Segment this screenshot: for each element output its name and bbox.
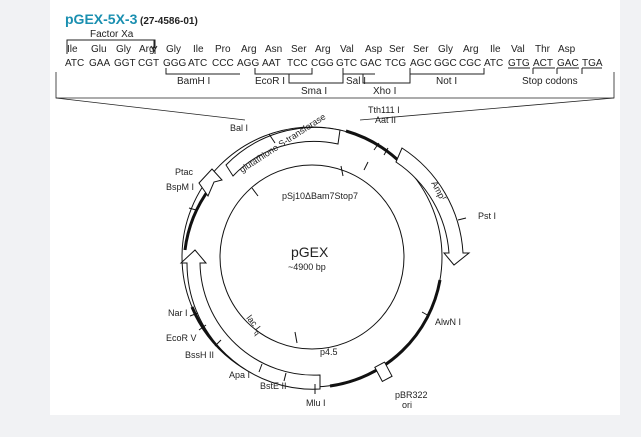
aa-10: Ser <box>291 44 307 55</box>
codon-20: ACT <box>533 58 553 69</box>
aa-19: Val <box>511 44 525 55</box>
codon-2: GAA <box>89 58 110 69</box>
amp-superscript: r <box>441 196 449 202</box>
aa-8: Arg <box>241 44 257 55</box>
label-ori: ori <box>402 400 412 410</box>
aa-17: Arg <box>463 44 479 55</box>
codon-5: GGG <box>163 58 187 69</box>
label-apa1: Apa I <box>229 370 250 380</box>
aa-20: Thr <box>535 44 551 55</box>
laciq-subscript: q <box>252 330 260 337</box>
aa-16: Gly <box>438 44 453 55</box>
factor-xa-label: Factor Xa <box>90 29 134 40</box>
stop-codons-label: Stop codons <box>522 76 578 87</box>
label-ptac: Ptac <box>175 167 194 177</box>
site-bamh1: BamH I <box>177 76 210 87</box>
pgex-vector-map: pGEX-5X-3 (27-4586-01) Factor Xa Ile Glu… <box>55 11 615 410</box>
ori-box <box>374 361 393 383</box>
aa-5: Gly <box>166 44 181 55</box>
label-ecorv: EcoR V <box>166 333 197 343</box>
mcs-site-brackets <box>165 68 583 84</box>
aa-9: Asn <box>265 44 282 55</box>
label-bal1: Bal I <box>230 123 248 133</box>
codon-15: AGC <box>410 58 432 69</box>
site-ecor1: EcoR I <box>255 76 285 87</box>
aa-11: Arg <box>315 44 331 55</box>
codon-16: GGC <box>434 58 457 69</box>
amp-arrow <box>395 147 471 266</box>
label-mlu1: Mlu I <box>306 398 326 408</box>
plasmid-name: pGEX <box>291 244 329 260</box>
codon-row: ATC GAA GGT CGT GGG ATC CCC AGG AAT TCC … <box>65 58 603 69</box>
gst-arrow <box>225 126 341 177</box>
aa-6: Ile <box>193 44 204 55</box>
label-bspm1: BspM I <box>166 182 194 192</box>
plasmid-size: ~4900 bp <box>288 262 326 272</box>
pSj10-label: pSj10ΔBam7Stop7 <box>282 191 358 201</box>
label-alwn1: AlwN I <box>435 317 461 327</box>
laciq-text: lac I <box>244 313 262 332</box>
inner-circle <box>219 164 405 350</box>
codon-13: GAC <box>360 58 382 69</box>
aa-13: Asp <box>365 44 383 55</box>
codon-10: TCC <box>287 58 308 69</box>
aa-4: Arg <box>139 44 155 55</box>
laciq-arrow <box>179 249 321 390</box>
p45-label: p4.5 <box>320 347 338 357</box>
aa-1: Ile <box>67 44 78 55</box>
aa-12: Val <box>340 44 354 55</box>
codon-19: GTG <box>508 58 530 69</box>
aa-3: Gly <box>116 44 131 55</box>
codon-21: GAC <box>557 58 579 69</box>
amino-acid-row: Ile Glu Gly Arg Gly Ile Pro Arg Asn Ser … <box>67 44 576 55</box>
codon-12: GTC <box>336 58 357 69</box>
aa-2: Glu <box>91 44 107 55</box>
site-sma1: Sma I <box>301 86 327 97</box>
diagram-frame: pGEX-5X-3 (27-4586-01) Factor Xa Ile Glu… <box>50 0 620 415</box>
aa-7: Pro <box>215 44 231 55</box>
site-xho1: Xho I <box>373 86 396 97</box>
aa-21: Asp <box>558 44 576 55</box>
aa-14: Ser <box>389 44 405 55</box>
label-bste2: BstE II <box>260 381 287 391</box>
ptac-arrow <box>198 168 223 198</box>
site-ticks <box>188 133 467 394</box>
vector-title: pGEX-5X-3 <box>65 11 138 27</box>
plasmid-map: glutathione S-transferase Ampr lac Iq <box>179 112 471 394</box>
label-nar1: Nar I <box>168 308 188 318</box>
label-pst1: Pst I <box>478 211 496 221</box>
site-sal1: Sal I <box>346 76 366 87</box>
codon-11: CGG <box>311 58 334 69</box>
factor-xa-bracket <box>66 39 158 54</box>
site-not1: Not I <box>436 76 457 87</box>
codon-18: ATC <box>484 58 503 69</box>
mcs-connector <box>55 72 615 121</box>
label-tth111: Tth111 I <box>368 105 400 115</box>
label-bssh2: BssH II <box>185 350 214 360</box>
codon-9: AAT <box>262 58 281 69</box>
codon-14: TCG <box>385 58 406 69</box>
codon-17: CGC <box>459 58 481 69</box>
catalog-number: (27-4586-01) <box>140 16 198 27</box>
label-pbr322: pBR322 <box>395 390 428 400</box>
codon-8: AGG <box>237 58 259 69</box>
codon-7: CCC <box>212 58 234 69</box>
backbone-thick-right <box>329 279 442 388</box>
codon-4: CGT <box>138 58 159 69</box>
backbone-thick-left <box>183 187 212 251</box>
label-aat2: Aat II <box>375 115 396 125</box>
codon-1: ATC <box>65 58 84 69</box>
codon-6: ATC <box>188 58 207 69</box>
aa-18: Ile <box>490 44 501 55</box>
codon-22: TGA <box>582 58 603 69</box>
codon-3: GGT <box>114 58 136 69</box>
aa-15: Ser <box>413 44 429 55</box>
backbone-thick-top <box>345 129 404 166</box>
